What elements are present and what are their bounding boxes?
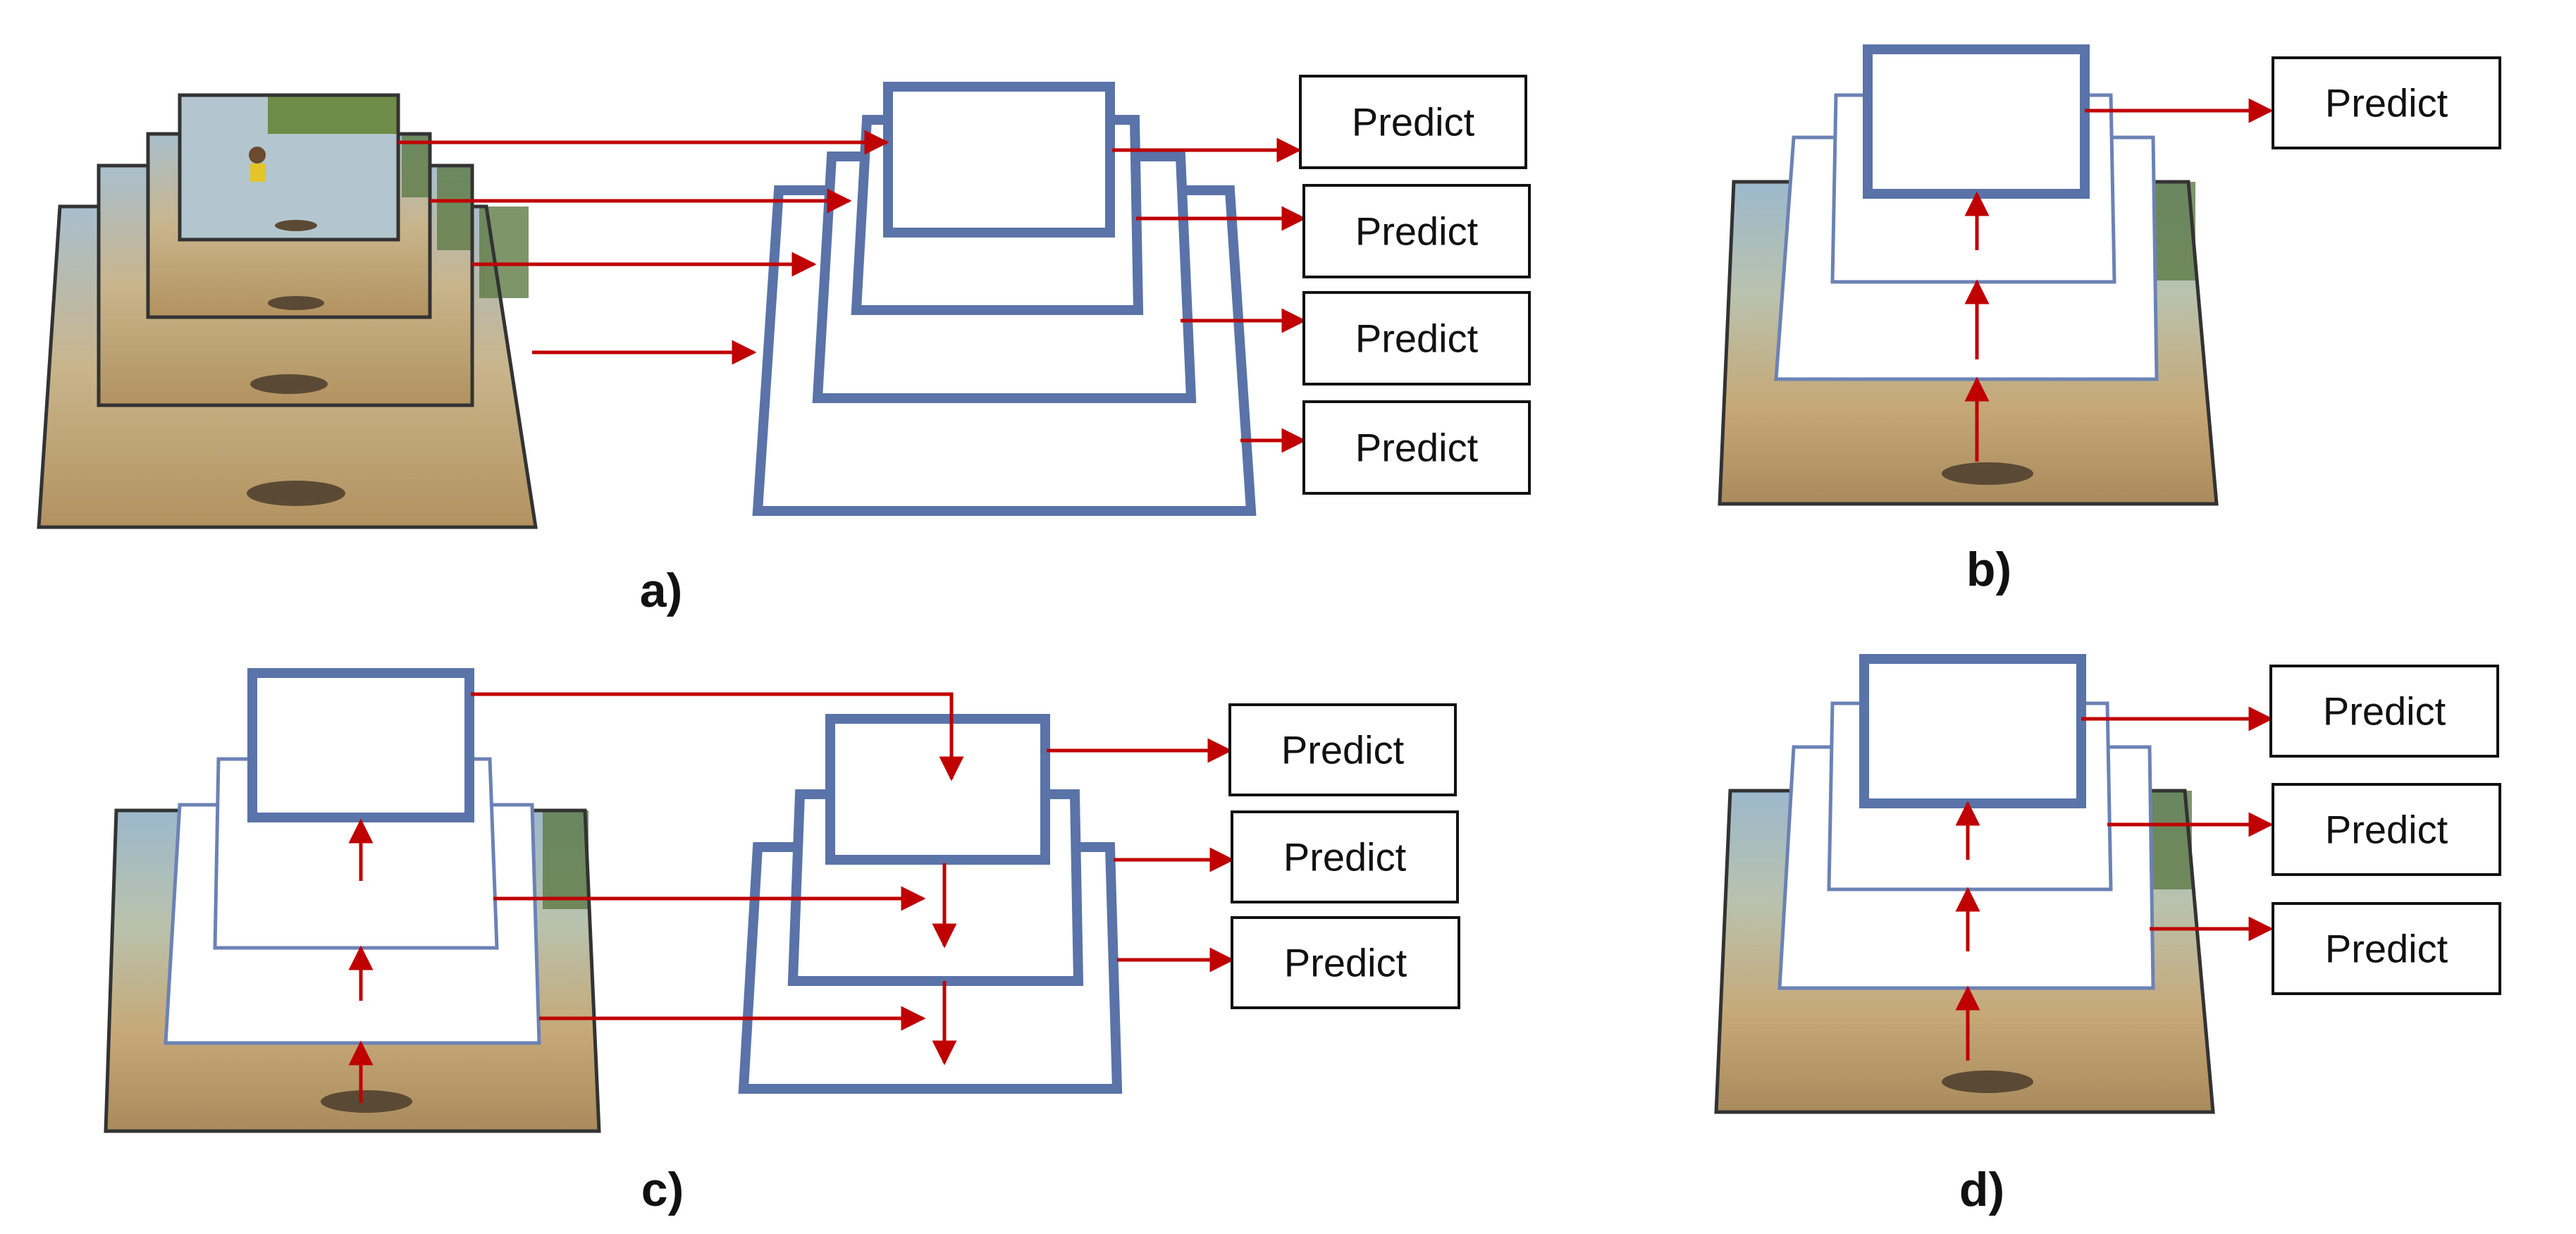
svg-text:Predict: Predict (1352, 100, 1475, 144)
svg-text:Predict: Predict (1284, 941, 1407, 985)
scale-arrows (398, 130, 889, 365)
predict-box: Predict (1228, 703, 1457, 796)
pyramid-level-3 (1859, 654, 2086, 808)
predict-box: Predict (2269, 665, 2499, 758)
panel-c: Predict Predict Predict c) (104, 668, 1460, 1216)
input-image-level-4 (178, 93, 400, 242)
svg-text:Predict: Predict (2325, 81, 2448, 125)
feature-hierarchy (1777, 654, 2155, 990)
image-pyramid (37, 93, 538, 529)
featurized-pyramid (752, 82, 1257, 516)
panel-b: Predict b) (1718, 44, 2501, 596)
pyramid-level-3 (1863, 44, 2090, 199)
predict-box: Predict (2272, 902, 2501, 995)
predict-box: Predict (2272, 783, 2501, 876)
predict-box: Predict (1302, 291, 1531, 385)
svg-text:Predict: Predict (1281, 728, 1405, 772)
svg-text:Predict: Predict (2325, 927, 2448, 971)
pyramid-level-3 (825, 714, 1050, 865)
bottom-up-pathway (164, 668, 541, 1045)
predict-box: Predict (1302, 400, 1531, 495)
svg-text:Predict: Predict (2325, 808, 2448, 852)
arrow-lateral-top (471, 692, 964, 782)
svg-text:Predict: Predict (1355, 426, 1479, 470)
prediction-arrows (1112, 137, 1307, 453)
pyramid-level-4 (883, 82, 1115, 237)
predict-box: Predict (1299, 75, 1527, 169)
panel-caption: d) (1959, 1163, 2004, 1216)
pyramid-level-3 (247, 668, 474, 822)
predict-box: Predict (1231, 916, 1460, 1009)
lateral-connections (471, 692, 964, 1031)
panel-caption: a) (640, 564, 682, 617)
svg-text:Predict: Predict (1355, 209, 1479, 254)
predict-box: Predict (2272, 56, 2501, 149)
predict-box: Predict (1231, 810, 1459, 903)
prediction-arrows (1047, 738, 1235, 973)
prediction-arrows (2081, 706, 2274, 942)
feature-hierarchy (1774, 44, 2159, 381)
panel-d: Predict Predict Predict d) (1714, 654, 2501, 1216)
svg-text:Predict: Predict (1283, 835, 1407, 880)
predict-box: Predict (1302, 184, 1531, 278)
svg-text:Predict: Predict (1355, 316, 1479, 361)
panel-caption: b) (1966, 543, 2011, 596)
top-down-pathway (738, 714, 1123, 1094)
panel-a: Predict Predict Predict Predict a) (37, 75, 1531, 617)
panel-caption: c) (641, 1163, 684, 1216)
svg-text:Predict: Predict (2323, 689, 2446, 734)
